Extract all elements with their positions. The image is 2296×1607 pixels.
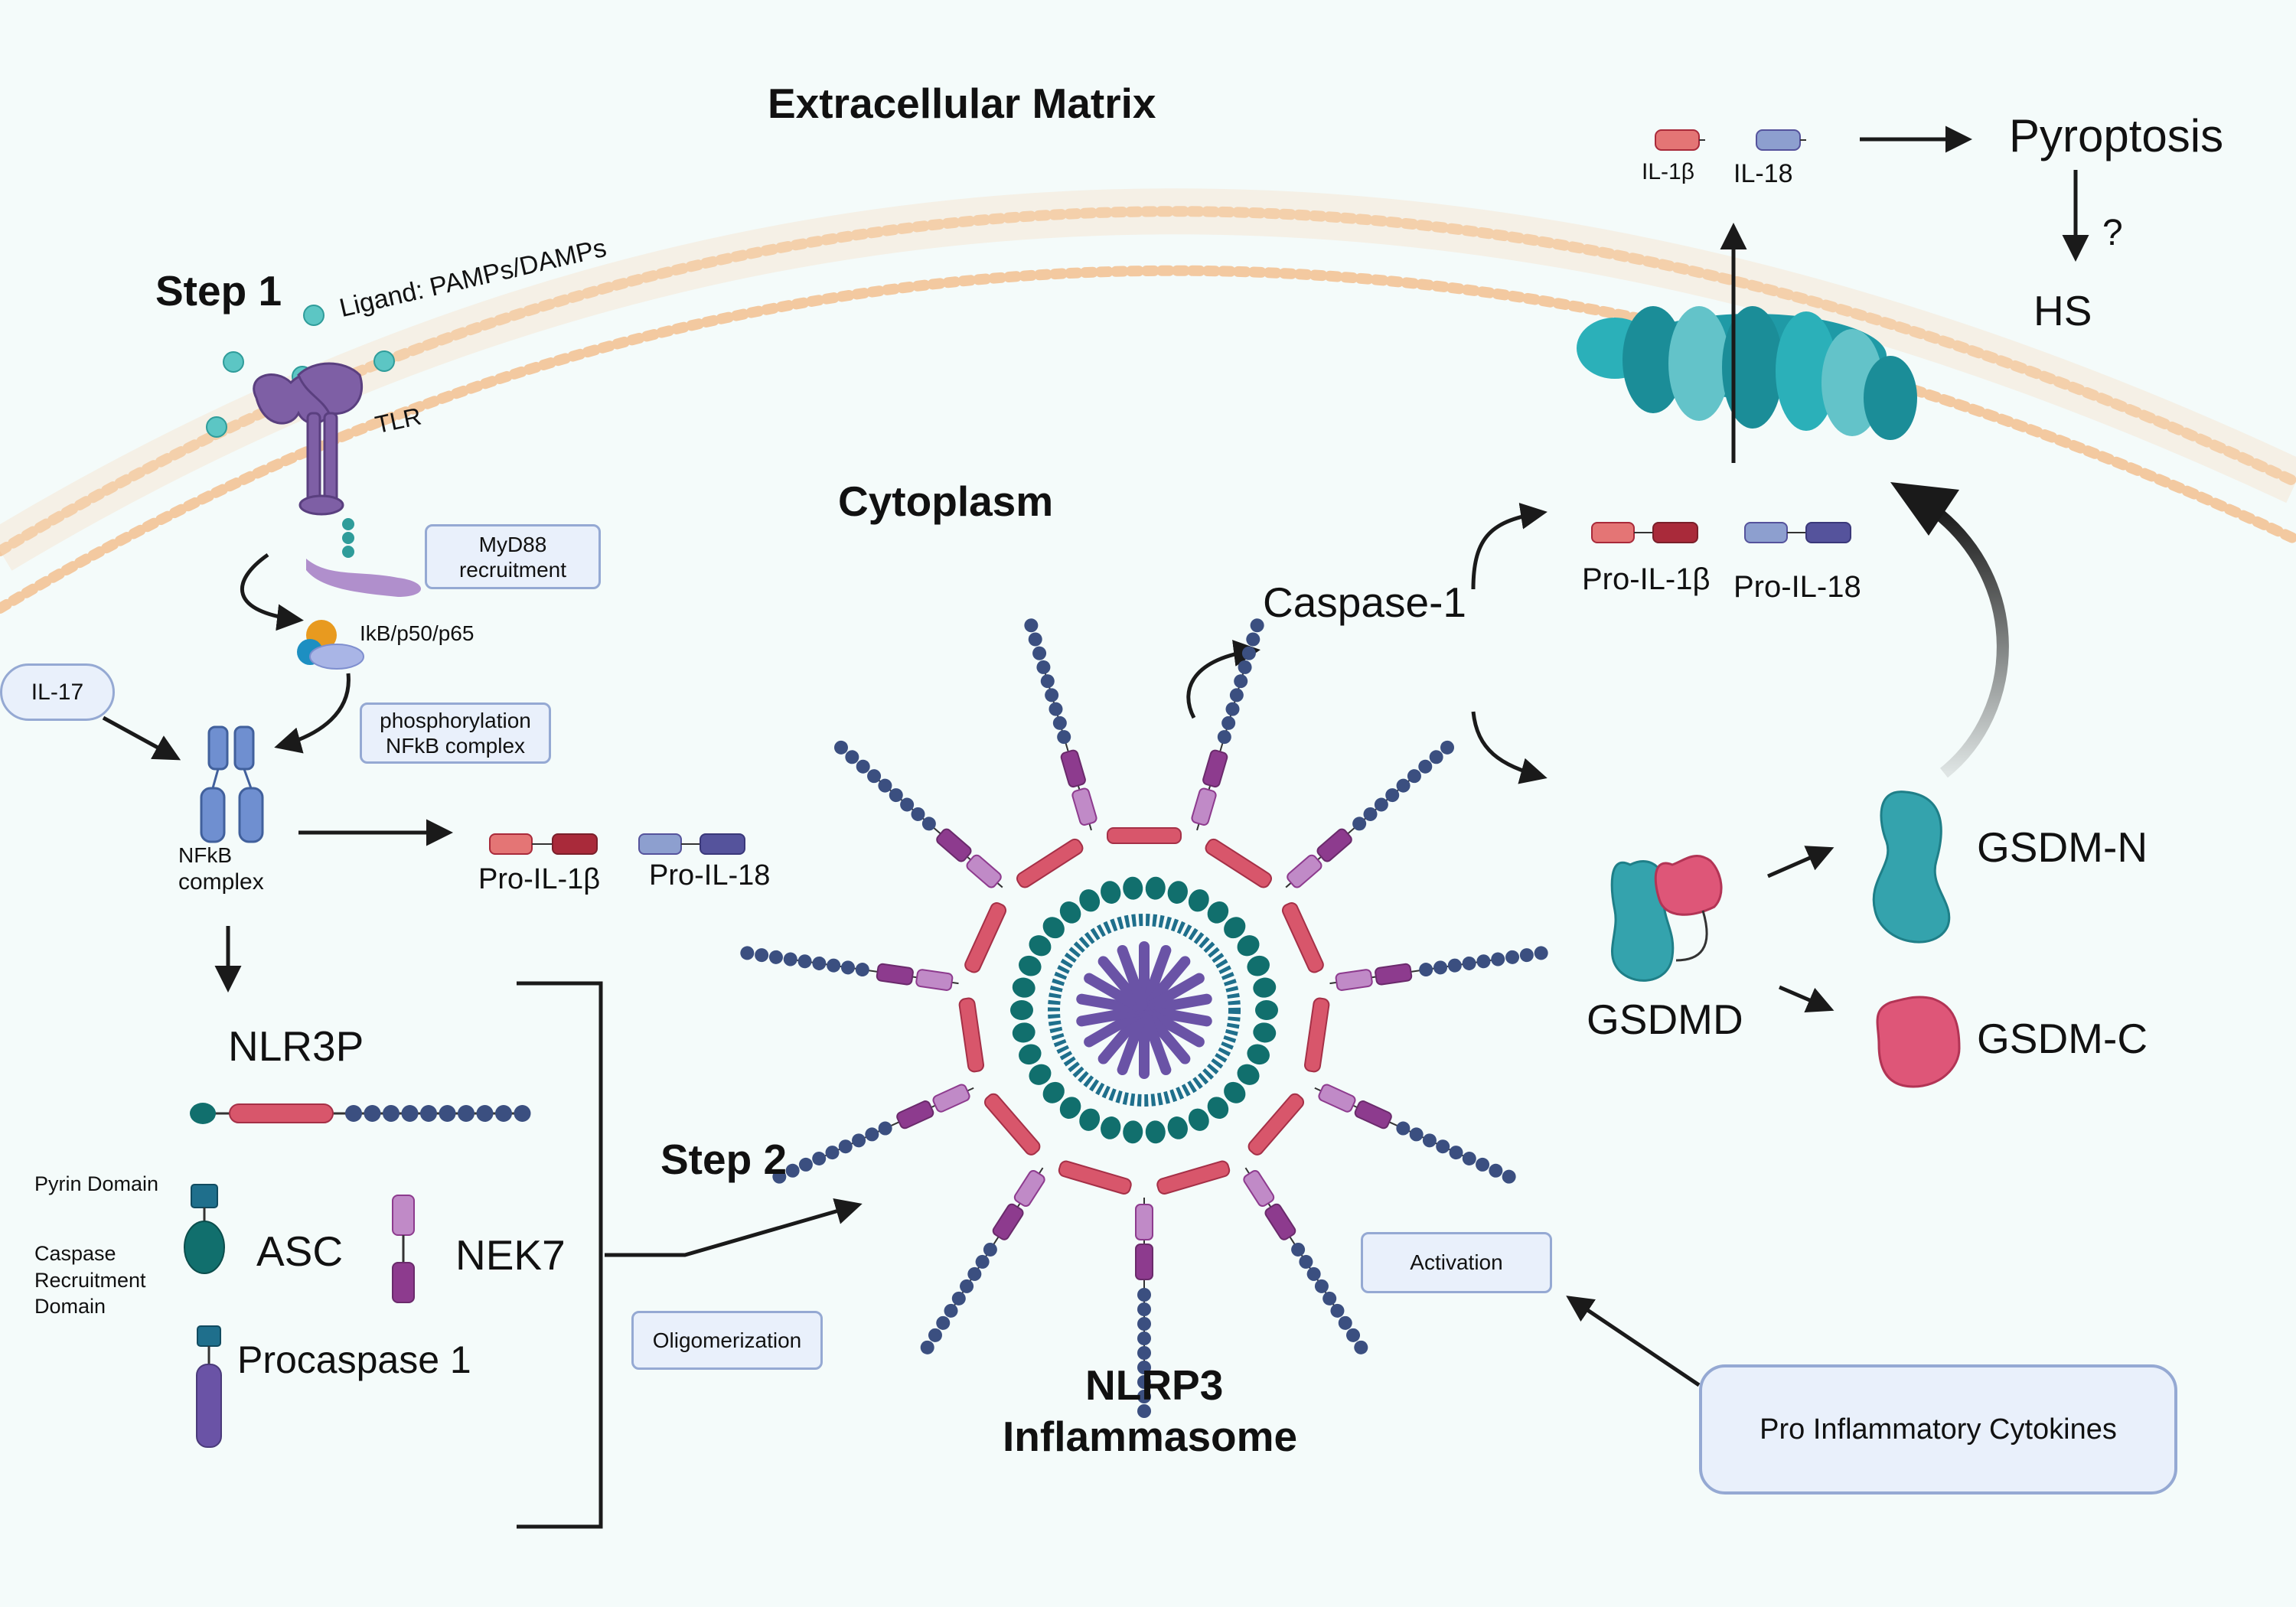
nlrp3-label-2: Inflammasome [1003, 1413, 1298, 1460]
phos-line1: phosphorylation [380, 709, 531, 732]
nek7-protein [392, 1195, 415, 1303]
procaspase-label: Procaspase 1 [237, 1338, 471, 1381]
nlr3p-chain [190, 1103, 531, 1124]
pyrin-domain-label: Pyrin Domain [34, 1172, 159, 1195]
oligomerization-label: Oligomerization [652, 1328, 802, 1352]
nek7-label: NEK7 [455, 1231, 566, 1279]
myd88-line2: recruitment [458, 557, 567, 582]
nfkb-complex [200, 725, 264, 843]
myd88-line1: MyD88 [478, 532, 547, 556]
step1-label: Step 1 [155, 267, 282, 315]
phosphorylation-box: phosphorylation NFkB complex [360, 702, 551, 764]
myd88-box: MyD88 recruitment [425, 524, 601, 589]
nlrp3-label-1: NLRP3 [1085, 1361, 1224, 1409]
activation-box: Activation [1361, 1232, 1552, 1293]
card-label-1: Caspase [34, 1242, 116, 1265]
gsdm-c-protein [1876, 996, 1961, 1088]
nfkb-label-1: NFkB [178, 843, 232, 867]
gsdm-c-label: GSDM-C [1977, 1015, 2148, 1062]
activation-label: Activation [1410, 1250, 1503, 1274]
procaspase-protein [196, 1325, 222, 1448]
cytokines-label: Pro Inflammatory Cytokines [1760, 1413, 2117, 1446]
myd88-adaptor [306, 518, 421, 597]
ikb-label: IkB/p50/p65 [360, 621, 475, 645]
oligomerization-box: Oligomerization [631, 1311, 823, 1370]
asc-protein [184, 1184, 225, 1274]
gsdm-n-label: GSDM-N [1977, 823, 2148, 871]
pyroptosis-label: Pyroptosis [2009, 110, 2224, 161]
gsdm-n-protein [1872, 790, 1951, 944]
gasdermin-pore [1577, 306, 1917, 440]
gsdm-n-to-pore-arrow [1890, 482, 2009, 778]
pathway-arrows [102, 125, 2089, 1387]
cytoplasm-label: Cytoplasm [838, 478, 1054, 525]
nfkb-label-2: complex [178, 869, 264, 895]
step2-label: Step 2 [660, 1136, 788, 1183]
tlr-receptor [253, 362, 364, 516]
caspase1-label: Caspase-1 [1263, 579, 1466, 626]
il17-box: IL-17 [0, 663, 115, 721]
step2-bracket [517, 981, 603, 1529]
nlr3p-label: NLR3P [228, 1022, 364, 1070]
pro-il-icons-left [489, 833, 745, 855]
nlrp3-inflammasome [740, 618, 1548, 1418]
gsdmd-label: GSDMD [1587, 996, 1743, 1043]
pro-il1b-left-label: Pro-IL-1β [478, 863, 601, 895]
extracellular-label: Extracellular Matrix [768, 80, 1156, 127]
question-label: ? [2102, 213, 2123, 253]
pro-il18-left-label: Pro-IL-18 [649, 859, 771, 892]
gsdmd-protein [1610, 855, 1723, 982]
pro-il18-right-label: Pro-IL-18 [1733, 570, 1861, 604]
il18-label: IL-18 [1733, 159, 1793, 188]
il17-label: IL-17 [31, 679, 84, 705]
ikb-complex [297, 620, 364, 670]
pro-il1b-right-label: Pro-IL-1β [1582, 562, 1711, 596]
phos-line2: NFkB complex [385, 734, 526, 758]
card-label-3: Domain [34, 1295, 106, 1318]
asc-label: ASC [256, 1227, 344, 1275]
pro-il-icons-right [1591, 522, 1851, 543]
hs-label: HS [2033, 287, 2092, 334]
mature-il-icons [1655, 129, 1806, 151]
il1b-label: IL-1β [1642, 159, 1694, 184]
cytokines-box: Pro Inflammatory Cytokines [1699, 1364, 2177, 1495]
card-label-2: Recruitment [34, 1269, 146, 1292]
